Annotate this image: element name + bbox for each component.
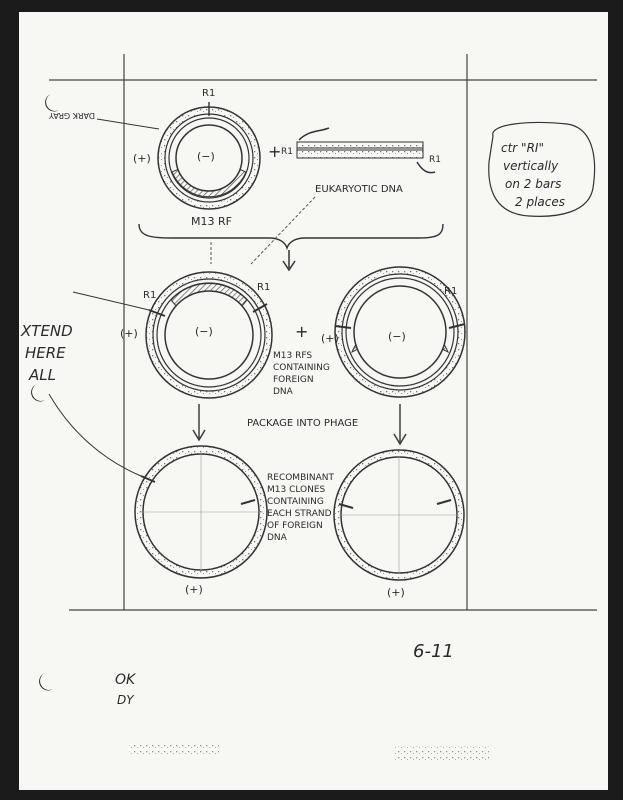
svg-text:vertically: vertically bbox=[503, 159, 559, 173]
scan-noise-left bbox=[129, 742, 219, 756]
ctr-ri-note: ctr "RI" vertically on 2 bars 2 places bbox=[488, 121, 596, 217]
minus-strand-label-top: (−) bbox=[197, 150, 215, 163]
m13-rf-foreign-ring-right bbox=[334, 266, 466, 398]
eukaryotic-dna-label: EUKARYOTIC DNA bbox=[315, 184, 403, 195]
extend-here-note: XTEND HERE ALL bbox=[20, 322, 73, 384]
svg-text:FOREIGN: FOREIGN bbox=[273, 375, 314, 385]
svg-text:DNA: DNA bbox=[267, 533, 288, 543]
svg-text:ALL: ALL bbox=[28, 366, 56, 384]
r1-label-mid-left-b: R1 bbox=[257, 282, 270, 293]
svg-text:M13 CLONES: M13 CLONES bbox=[267, 485, 326, 495]
r1-label-dna-left: R1 bbox=[281, 147, 293, 157]
svg-text:EACH STRAND: EACH STRAND bbox=[267, 509, 332, 519]
figure-number: 6-11 bbox=[413, 641, 454, 662]
svg-text:on 2 bars: on 2 bars bbox=[505, 177, 561, 191]
crescent-mark-bottom bbox=[39, 673, 53, 691]
svg-text:M13 RFS: M13 RFS bbox=[273, 351, 312, 361]
svg-text:DNA: DNA bbox=[273, 387, 294, 397]
r1-label-mid-left-a: R1 bbox=[143, 290, 156, 301]
m13-rf-foreign-ring-left bbox=[72, 271, 273, 399]
svg-text:ctr "RI": ctr "RI" bbox=[501, 141, 544, 155]
plus-strand-label-bottom-left: (+) bbox=[185, 583, 203, 596]
minus-strand-label-mid-right: (−) bbox=[388, 330, 406, 343]
svg-text:CONTAINING: CONTAINING bbox=[267, 497, 324, 507]
document-page: R1 (+) (−) M13 RF DARK GRAY R1 R1 + EUKA… bbox=[19, 12, 608, 790]
frame-lines bbox=[49, 54, 597, 611]
m13-rfs-caption: M13 RFS CONTAINING FOREIGN DNA bbox=[273, 351, 330, 397]
svg-text:HERE: HERE bbox=[25, 344, 66, 362]
m13-rf-label: M13 RF bbox=[191, 215, 232, 228]
ok-mark: OK bbox=[115, 672, 137, 688]
eukaryotic-dna-fragment bbox=[296, 127, 436, 174]
recombinant-caption: RECOMBINANT M13 CLONES CONTAINING EACH S… bbox=[267, 473, 335, 543]
scan-noise-right bbox=[394, 746, 489, 760]
dark-gray-label: DARK GRAY bbox=[49, 111, 95, 120]
r1-label-mid-right: R1 bbox=[444, 286, 457, 297]
svg-text:2 places: 2 places bbox=[515, 195, 565, 209]
brace bbox=[138, 223, 444, 251]
r1-label-dna-right: R1 bbox=[429, 155, 441, 165]
m13-cloning-diagram: R1 (+) (−) M13 RF DARK GRAY R1 R1 + EUKA… bbox=[20, 54, 597, 760]
r1-label-top: R1 bbox=[202, 88, 215, 99]
minus-strand-label-mid-left: (−) bbox=[195, 325, 213, 338]
plus-sign-top: + bbox=[268, 142, 281, 161]
svg-text:RECOMBINANT: RECOMBINANT bbox=[267, 473, 335, 483]
crescent-mark-mid bbox=[31, 384, 45, 402]
initials-mark: DY bbox=[117, 693, 135, 707]
svg-text:CONTAINING: CONTAINING bbox=[273, 363, 330, 373]
svg-text:OF FOREIGN: OF FOREIGN bbox=[267, 521, 323, 531]
plus-strand-label-mid-left: (+) bbox=[120, 327, 138, 340]
recombinant-clone-ring-right bbox=[333, 449, 465, 581]
m13-rf-ring bbox=[157, 102, 261, 210]
plus-sign-mid: + bbox=[295, 322, 308, 341]
crescent-mark-top bbox=[45, 94, 59, 112]
recombinant-clone-ring-left bbox=[48, 393, 268, 579]
svg-text:XTEND: XTEND bbox=[20, 322, 73, 340]
package-into-phage-label: PACKAGE INTO PHAGE bbox=[247, 418, 358, 429]
plus-strand-label-bottom-right: (+) bbox=[387, 586, 405, 599]
plus-strand-label-top: (+) bbox=[133, 152, 151, 165]
